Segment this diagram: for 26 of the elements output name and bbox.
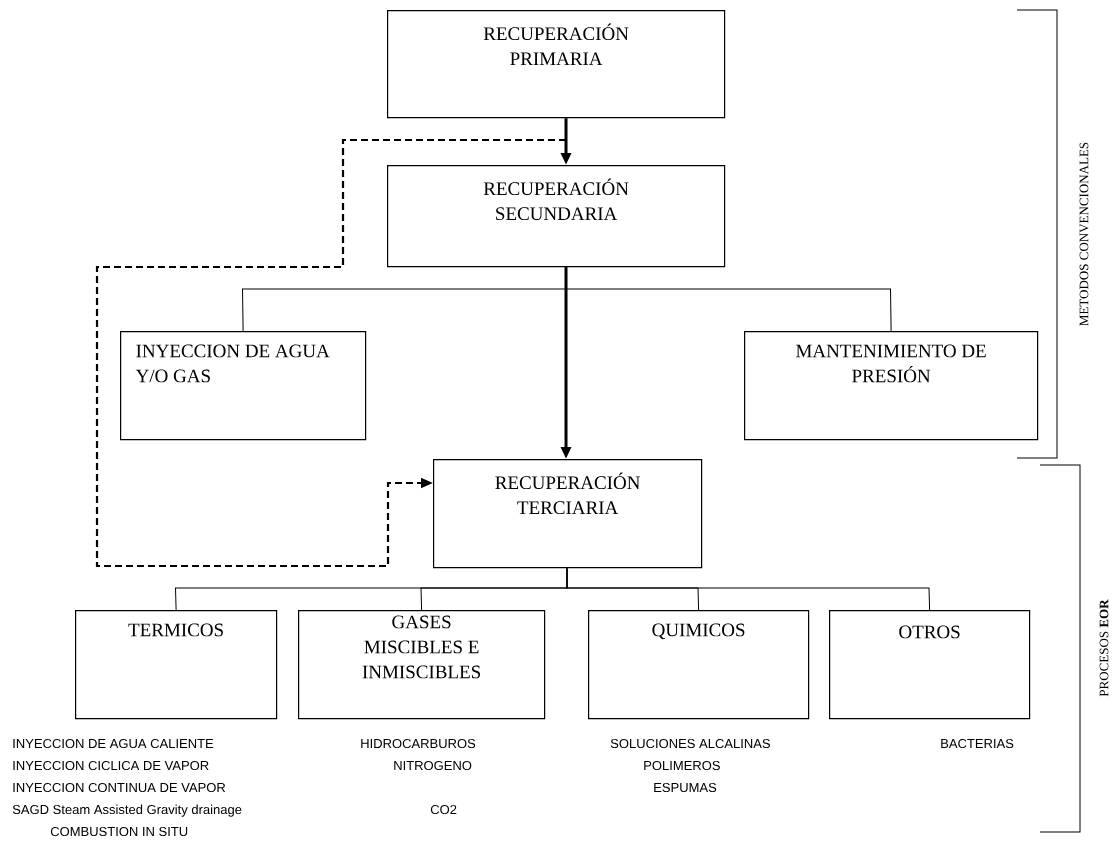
list-item: SOLUCIONES ALCALINAS xyxy=(610,738,770,749)
list-item: INYECCION DE AGUA CALIENTE xyxy=(13,738,214,749)
side-label: PROCESOS EOR xyxy=(1099,599,1109,697)
process-box: OTROS xyxy=(829,610,1031,720)
list-item: ESPUMAS xyxy=(654,782,717,793)
list-item: BACTERIAS xyxy=(941,738,1014,749)
list-item: HIDROCARBUROS xyxy=(361,738,476,749)
dashed-arrow xyxy=(95,138,566,568)
list-item: NITROGENO xyxy=(394,760,472,771)
list-item: INYECCION CICLICA DE VAPOR xyxy=(13,760,209,771)
process-box: RECUPERACIÓN PRIMARIA xyxy=(387,10,726,119)
process-box: QUIMICOS xyxy=(588,610,810,720)
list-item: CO2 xyxy=(430,804,457,815)
process-box: TERMICOS xyxy=(75,610,278,720)
list-item: INYECCION CONTINUA DE VAPOR xyxy=(13,782,226,793)
list-item: POLIMEROS xyxy=(644,760,720,771)
connector-line xyxy=(566,567,931,611)
process-box: INYECCION DE AGUA Y/O GAS xyxy=(120,331,367,441)
list-item: SAGD Steam Assisted Gravity drainage xyxy=(12,804,242,817)
process-box: MANTENIMIENTO DE PRESIÓN xyxy=(744,331,1039,441)
side-label: METODOS CONVENCIONALES xyxy=(1079,142,1089,326)
list-item: COMBUSTION IN SITU xyxy=(50,826,188,837)
connector-line xyxy=(565,266,892,332)
process-box: RECUPERACIÓN TERCIARIA xyxy=(433,459,703,569)
process-box: GASES MISCIBLES E INMISCIBLES xyxy=(298,610,546,720)
process-box: RECUPERACIÓN SECUNDARIA xyxy=(387,165,726,268)
